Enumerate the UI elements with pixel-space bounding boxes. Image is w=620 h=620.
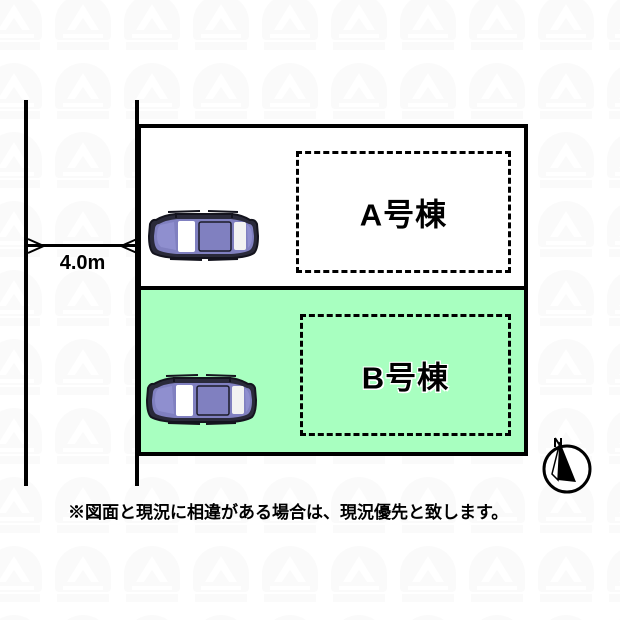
- lot-b[interactable]: B号棟: [137, 286, 528, 456]
- watermark-logo: [601, 59, 620, 127]
- parcel-group: A号棟 B号棟: [137, 124, 528, 456]
- watermark-logo: [118, 59, 186, 127]
- watermark-logo: [49, 335, 117, 403]
- watermark-logo: [118, 611, 186, 620]
- watermark-logo: [532, 0, 600, 58]
- road-line-left: [24, 100, 28, 486]
- watermark-logo: [601, 473, 620, 541]
- watermark-logo: [187, 611, 255, 620]
- watermark-logo: [187, 0, 255, 58]
- house-footprint-a: A号棟: [296, 151, 511, 273]
- watermark-logo: [49, 128, 117, 196]
- dimension-shaft: [28, 244, 137, 247]
- watermark-logo: [0, 0, 48, 58]
- watermark-logo: [601, 335, 620, 403]
- watermark-logo: [0, 611, 48, 620]
- watermark-logo: [0, 542, 48, 610]
- car-icon-lot-a: [146, 206, 262, 266]
- watermark-logo: [463, 0, 531, 58]
- watermark-logo: [325, 611, 393, 620]
- watermark-logo: [256, 542, 324, 610]
- watermark-logo: [256, 0, 324, 58]
- watermark-logo: [187, 59, 255, 127]
- watermark-logo: [394, 0, 462, 58]
- watermark-logo: [463, 542, 531, 610]
- watermark-logo: [601, 0, 620, 58]
- watermark-logo: [532, 128, 600, 196]
- watermark-logo: [601, 542, 620, 610]
- car-icon-lot-b: [144, 370, 260, 430]
- house-footprint-b: B号棟: [300, 314, 511, 436]
- watermark-logo: [601, 266, 620, 334]
- watermark-logo: [532, 59, 600, 127]
- watermark-logo: [601, 404, 620, 472]
- dimension-label: 4.0m: [59, 252, 106, 274]
- dimension-4m: 4.0m: [26, 236, 139, 282]
- watermark-logo: [601, 197, 620, 265]
- watermark-logo: [394, 611, 462, 620]
- watermark-logo: [49, 0, 117, 58]
- watermark-logo: [532, 335, 600, 403]
- watermark-logo: [118, 542, 186, 610]
- watermark-logo: [325, 542, 393, 610]
- watermark-logo: [532, 266, 600, 334]
- watermark-logo: [118, 0, 186, 58]
- watermark-logo: [532, 611, 600, 620]
- disclaimer-caption: ※図面と現況に相違がある場合は、現況優先と致します。: [68, 503, 509, 522]
- watermark-logo: [532, 197, 600, 265]
- watermark-logo: [49, 611, 117, 620]
- watermark-logo: [394, 542, 462, 610]
- watermark-logo: [601, 611, 620, 620]
- watermark-logo: [49, 404, 117, 472]
- watermark-logo: [256, 611, 324, 620]
- watermark-logo: [601, 128, 620, 196]
- watermark-logo: [394, 59, 462, 127]
- watermark-logo: [463, 59, 531, 127]
- watermark-logo: [187, 542, 255, 610]
- watermark-logo: [49, 542, 117, 610]
- watermark-logo: [49, 59, 117, 127]
- compass-north-icon: [538, 434, 598, 496]
- lot-b-label: B号棟: [361, 360, 450, 396]
- lot-a[interactable]: A号棟: [137, 124, 528, 290]
- watermark-logo: [463, 611, 531, 620]
- lot-a-label: A号棟: [359, 197, 448, 233]
- watermark-logo: [256, 59, 324, 127]
- watermark-logo: [325, 0, 393, 58]
- watermark-logo: [325, 59, 393, 127]
- watermark-logo: [532, 542, 600, 610]
